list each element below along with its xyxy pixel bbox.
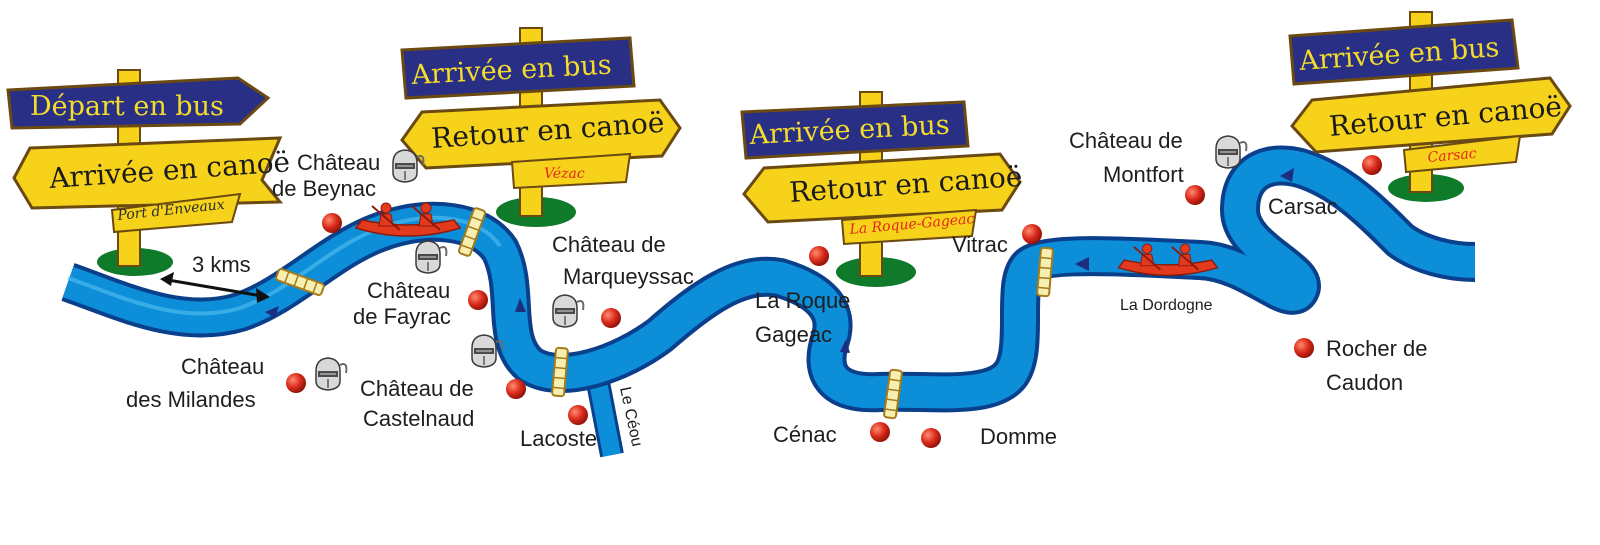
knight-helmet-icon xyxy=(552,294,585,328)
signpost-port-enveaux: Départ en bus Arrivée en canoë Port d'En… xyxy=(6,69,291,276)
label-milandes-line2: des Milandes xyxy=(126,387,256,412)
sign-board-yellow xyxy=(400,98,682,170)
label-beynac-line1: Château xyxy=(297,150,380,175)
place-dots xyxy=(286,155,1382,448)
red-dot-icon xyxy=(568,405,588,425)
red-dot-icon xyxy=(322,213,342,233)
label-castelnaud-line1: Château de xyxy=(360,376,474,401)
flow-arrow-icon xyxy=(1075,257,1089,271)
label-cenac: Cénac xyxy=(773,422,837,447)
red-dot-icon xyxy=(921,428,941,448)
label-lacoste: Lacoste xyxy=(520,426,597,451)
red-dot-icon xyxy=(1362,155,1382,175)
label-montfort-line1: Château de xyxy=(1069,128,1183,153)
label-fayrac-line1: Château xyxy=(367,278,450,303)
flow-arrow-icon xyxy=(840,339,850,353)
sign-board-blue xyxy=(400,36,636,100)
label-vitrac: Vitrac xyxy=(952,232,1008,257)
sign-board-blue xyxy=(740,100,970,160)
signpost-vezac: Arrivée en bus Retour en canoë Vézac xyxy=(400,27,682,227)
red-dot-icon xyxy=(809,246,829,266)
red-dot-icon xyxy=(1185,185,1205,205)
label-montfort-line2: Montfort xyxy=(1103,162,1184,187)
signpost-la-roque-gageac: Arrivée en bus Retour en canoë La Roque-… xyxy=(740,91,1023,287)
red-dot-icon xyxy=(1022,224,1042,244)
sign-board-yellow xyxy=(12,136,284,210)
red-dot-icon xyxy=(870,422,890,442)
label-milandes-line1: Château xyxy=(181,354,264,379)
label-beynac-line2: de Beynac xyxy=(272,176,376,201)
label-castelnaud-line2: Castelnaud xyxy=(363,406,474,431)
label-roque-line1: La Roque xyxy=(755,288,850,313)
knight-helmet-icon xyxy=(315,357,348,391)
signpost-carsac: Arrivée en bus Retour en canoë Carsac xyxy=(1288,11,1572,202)
sign-board-blue xyxy=(1288,18,1520,86)
label-caudon-line2: Caudon xyxy=(1326,370,1403,395)
red-dot-icon xyxy=(286,373,306,393)
sign-board-yellow xyxy=(1290,76,1572,154)
red-dot-icon xyxy=(468,290,488,310)
knight-helmet-icon xyxy=(415,240,448,274)
sign-place-text: Carsac xyxy=(1427,146,1477,166)
label-marqueyssac-line1: Château de xyxy=(552,232,666,257)
flow-arrow-icon xyxy=(265,306,279,318)
label-caudon-line1: Rocher de xyxy=(1326,336,1428,361)
distance-marker: 3 kms xyxy=(160,252,270,303)
label-fayrac-line2: de Fayrac xyxy=(353,304,451,329)
label-marqueyssac-line2: Marqueyssac xyxy=(563,264,694,289)
label-domme: Domme xyxy=(980,424,1057,449)
flow-arrow-icon xyxy=(1280,168,1294,182)
label-roque-line2: Gageac xyxy=(755,322,832,347)
sign-place-text: Vézac xyxy=(544,166,585,182)
flow-arrow-icon xyxy=(515,298,526,312)
sign-top-text: Départ en bus xyxy=(30,91,224,122)
red-dot-icon xyxy=(1294,338,1314,358)
sign-board-yellow xyxy=(742,152,1022,224)
place-labels: Château de Beynac Château de Fayrac Chât… xyxy=(126,128,1428,451)
distance-label: 3 kms xyxy=(192,252,251,277)
label-river-dordogne: La Dordogne xyxy=(1120,297,1213,314)
flow-arrows xyxy=(265,168,1294,353)
label-carsac: Carsac xyxy=(1268,194,1338,219)
sign-board-blue xyxy=(6,76,271,130)
red-dot-icon xyxy=(601,308,621,328)
red-dot-icon xyxy=(506,379,526,399)
